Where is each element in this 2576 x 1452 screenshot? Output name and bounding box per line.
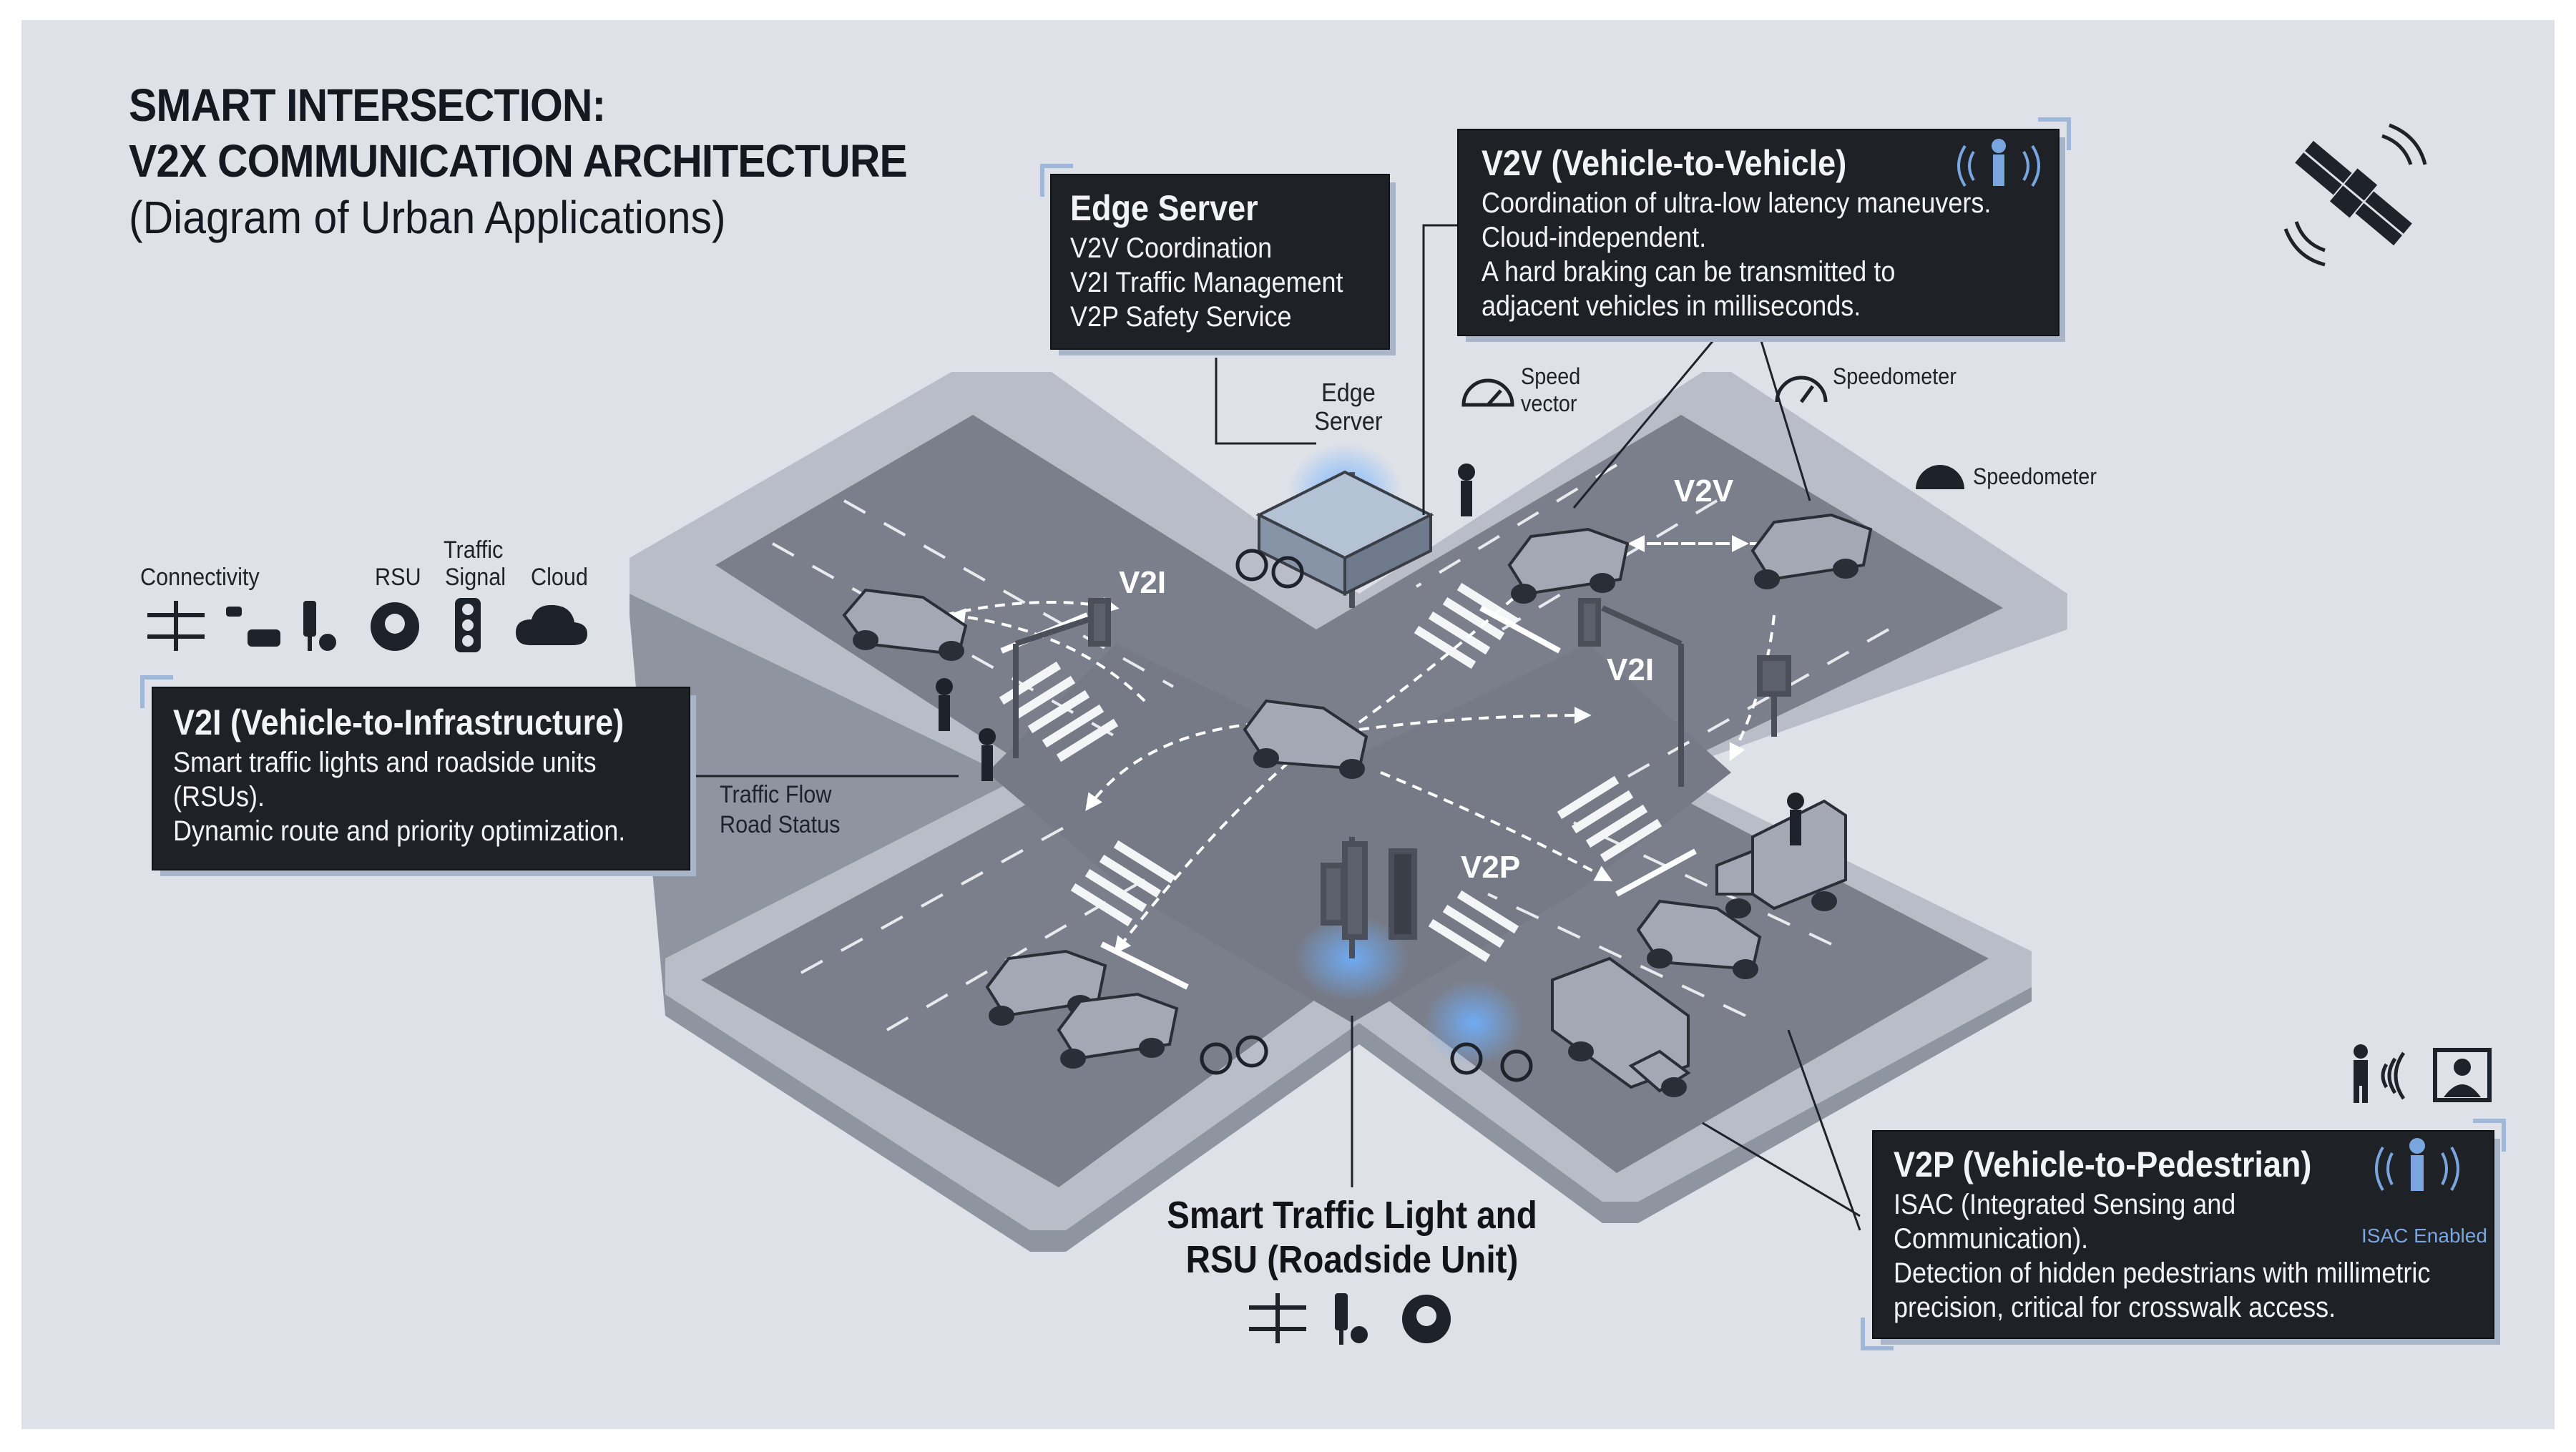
legend-label-connectivity: Connectivity	[140, 564, 260, 591]
leader-lines	[694, 224, 1861, 1231]
connectivity-icon	[147, 601, 205, 651]
legend-label-rsu: RSU	[375, 564, 421, 591]
isac-badge: ISAC Enabled	[2361, 1225, 2487, 1247]
page-title: SMART INTERSECTION: V2X COMMUNICATION AR…	[129, 77, 974, 246]
v2v-heading: V2V (Vehicle-to-Vehicle)	[1482, 143, 1847, 183]
sensor-camera-icon	[2433, 1048, 2492, 1102]
v2i-road-label-west: V2I	[1119, 565, 1167, 600]
v2i-heading: V2I (Vehicle-to-Infrastructure)	[173, 702, 625, 742]
car-north-2	[1750, 513, 1873, 589]
isac-pedestrian-icon	[2375, 1138, 2459, 1192]
v2v-line-1: Coordination of ultra-low latency maneuv…	[1482, 187, 1992, 219]
speedometer-label-1: Speedometer	[1833, 363, 1957, 389]
edge-server-label-line-1: Edge	[1321, 378, 1376, 407]
rsu-icon	[303, 601, 336, 651]
v2p-road-label: V2P	[1461, 850, 1521, 885]
truck-east	[1715, 799, 1847, 918]
traffic-signal-icon	[455, 598, 481, 652]
car-south-2	[1057, 992, 1179, 1069]
title-line-2: V2X COMMUNICATION ARCHITECTURE	[129, 135, 908, 187]
rsu-icon	[1335, 1293, 1368, 1345]
car-east	[1636, 899, 1762, 979]
vehicle-link-icon	[226, 607, 280, 647]
legend-label-cloud: Cloud	[531, 564, 588, 591]
rsu-antenna-icon	[1402, 1295, 1451, 1343]
v2p-line-2: Communication).	[1894, 1223, 2089, 1255]
title-subtitle: (Diagram of Urban Applications)	[129, 192, 726, 243]
v2v-line-2: Cloud-independent.	[1482, 222, 1707, 253]
v2v-line-3: A hard braking can be transmitted to	[1482, 256, 1896, 288]
edge-server-panel: Edge Server V2V Coordination V2I Traffic…	[1040, 164, 1390, 350]
satellite-icon	[2283, 123, 2427, 267]
car-south-1	[985, 949, 1107, 1026]
speedometer-icon-1	[1775, 376, 1828, 403]
pedestrian-signal-icon	[1957, 139, 2040, 187]
smart-traffic-light-title: Smart Traffic Light and RSU (Roadside Un…	[1059, 1193, 1645, 1282]
edge-server-label-line-2: Server	[1314, 406, 1383, 436]
signal-waves-icon	[2381, 1051, 2406, 1100]
title-line-1: SMART INTERSECTION:	[129, 79, 606, 131]
edge-server-line-1: V2V Coordination	[1070, 232, 1273, 264]
v2p-heading: V2P (Vehicle-to-Pedestrian)	[1894, 1144, 2312, 1184]
edge-server-heading: Edge Server	[1070, 188, 1258, 228]
road-status-label: Road Status	[720, 811, 841, 838]
pedestrian-icon	[2354, 1044, 2368, 1103]
truck-south	[1551, 956, 1691, 1097]
smart-traffic-light-title-line-1: Smart Traffic Light and	[1167, 1194, 1537, 1237]
connectivity-icon	[1249, 1293, 1306, 1343]
legend-icons	[147, 598, 587, 652]
edge-server-line-2: V2I Traffic Management	[1070, 267, 1343, 298]
v2p-line-1: ISAC (Integrated Sensing and	[1894, 1189, 2236, 1220]
bottom-legend-icons	[1249, 1293, 1451, 1345]
smart-traffic-light-title-line-2: RSU (Roadside Unit)	[1185, 1238, 1519, 1281]
vehicles	[842, 513, 1873, 1097]
speedometer-icon-2	[1916, 465, 1964, 489]
speedometer-label-2: Speedometer	[1973, 463, 2097, 489]
rsu-antenna-icon	[371, 602, 419, 651]
car-west	[842, 588, 968, 661]
v2i-line-3: Dynamic route and priority optimization.	[173, 815, 626, 847]
v2v-panel: V2V (Vehicle-to-Vehicle) Coordination of…	[1457, 117, 2071, 336]
car-north-1	[1507, 527, 1630, 604]
car-center	[1243, 699, 1368, 779]
edge-server-unit	[1255, 470, 1434, 597]
v2i-line-1: Smart traffic lights and roadside units	[173, 747, 597, 778]
v2p-line-3: Detection of hidden pedestrians with mil…	[1894, 1257, 2431, 1289]
edge-server-line-3: V2P Safety Service	[1070, 301, 1292, 333]
speed-vector-label-line-1: Speed	[1521, 363, 1581, 389]
v2v-road-label: V2V	[1674, 474, 1734, 509]
cloud-icon	[516, 604, 587, 645]
legend-label-signal: Signal	[445, 564, 506, 591]
v2i-panel: V2I (Vehicle-to-Infrastructure) Smart tr…	[140, 675, 690, 870]
cyclists	[1200, 549, 1533, 1082]
v2v-line-4: adjacent vehicles in milliseconds.	[1482, 290, 1861, 322]
legend-label-traffic: Traffic	[444, 536, 504, 564]
crosswalks	[999, 582, 1662, 963]
speed-vector-gauge-icon	[1461, 378, 1514, 407]
speed-vector-label-line-2: vector	[1521, 391, 1577, 416]
traffic-flow-label: Traffic Flow	[720, 781, 832, 808]
pedestrian-detection-icons	[2354, 1044, 2492, 1103]
v2p-line-4: precision, critical for crosswalk access…	[1894, 1292, 2336, 1323]
v2i-line-2: (RSUs).	[173, 781, 265, 813]
v2i-road-label-east: V2I	[1607, 652, 1655, 687]
v2p-panel: V2P (Vehicle-to-Pedestrian) ISAC (Integr…	[1861, 1119, 2506, 1350]
pedestrians	[936, 463, 1804, 845]
